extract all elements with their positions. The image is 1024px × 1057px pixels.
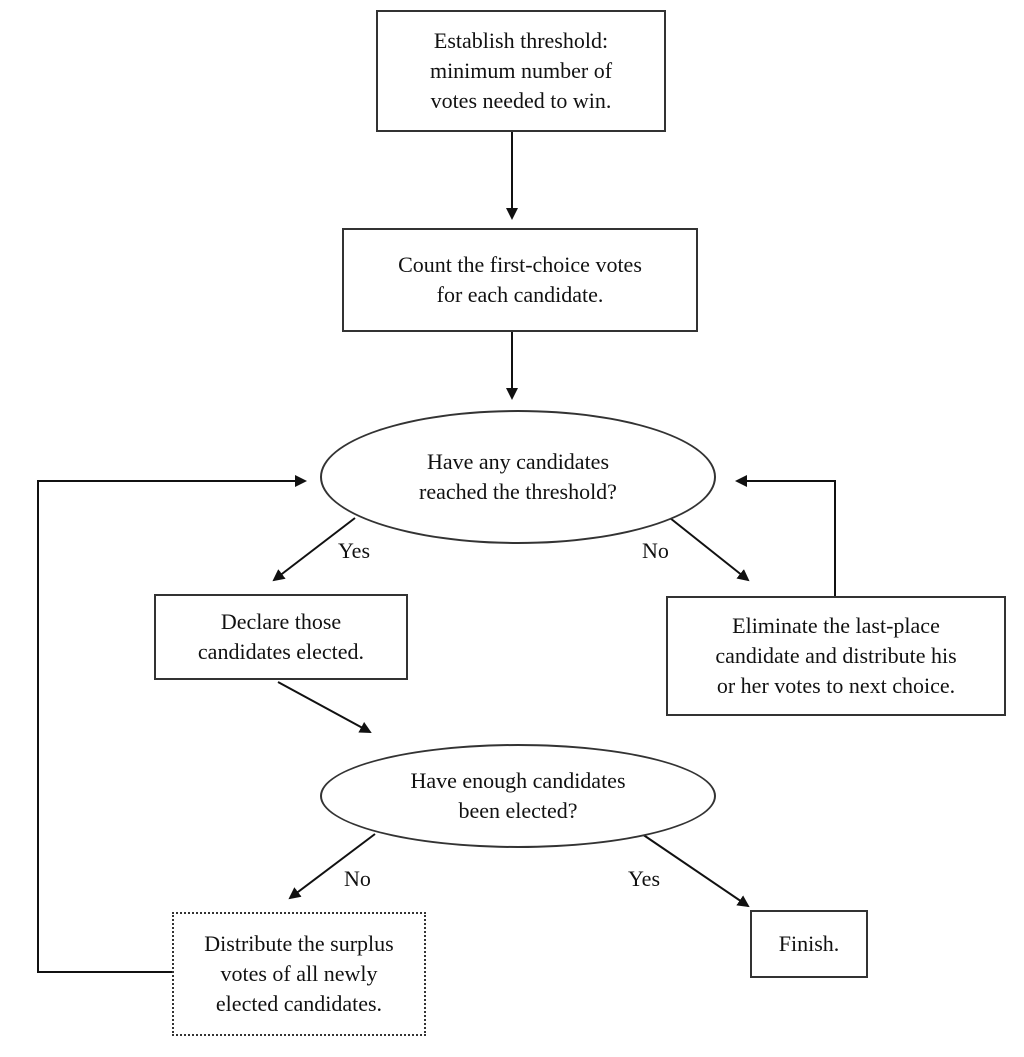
declare-elected-box: Declare those candidates elected. [154, 594, 408, 680]
arrow-distribute-loop-back [37, 475, 307, 973]
eliminate-last-place-text: Eliminate the last-place candidate and d… [715, 613, 957, 698]
declare-elected-text: Declare those candidates elected. [197, 609, 365, 664]
count-votes-text: Count the first-choice votes for each ca… [398, 252, 642, 307]
enough-no-label: No [344, 866, 371, 891]
threshold-text: Establish threshold: minimum number of v… [429, 28, 613, 113]
threshold-yes-label: Yes [338, 538, 371, 563]
enough-yes-label: Yes [628, 866, 661, 891]
threshold-question-text: Have any candidates reached the threshol… [419, 449, 617, 504]
finish-text: Finish. [778, 931, 840, 956]
threshold-box: Establish threshold: minimum number of v… [376, 10, 666, 132]
distribute-surplus-box: Distribute the surplus votes of all newl… [172, 912, 426, 1036]
distribute-surplus-text: Distribute the surplus votes of all newl… [204, 931, 394, 1016]
arrow-eliminate-loop-back [735, 475, 836, 596]
finish-box: Finish. [750, 910, 868, 978]
threshold-question-ellipse: Have any candidates reached the threshol… [320, 410, 716, 544]
eliminate-last-place-box: Eliminate the last-place candidate and d… [666, 596, 1006, 716]
enough-elected-question-ellipse: Have enough candidates been elected? [320, 744, 716, 848]
arrow-question-threshold-yes [272, 517, 356, 582]
arrow-question-enough-no [288, 833, 376, 900]
arrow-declare-to-question-enough [277, 681, 372, 733]
arrow-question-threshold-no [669, 517, 750, 582]
enough-elected-question-text: Have enough candidates been elected? [410, 768, 626, 823]
threshold-no-label: No [642, 538, 669, 563]
arrow-question-enough-yes [641, 833, 750, 908]
count-votes-box: Count the first-choice votes for each ca… [342, 228, 698, 332]
